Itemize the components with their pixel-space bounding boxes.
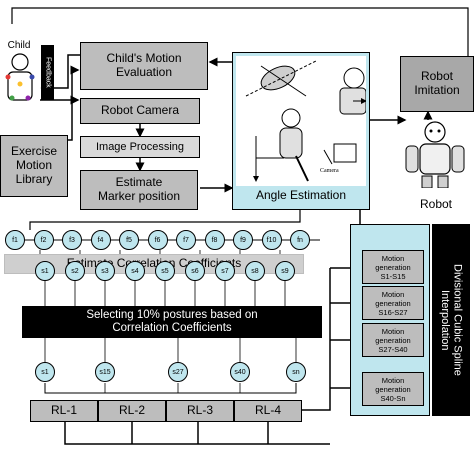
selected-node: s1 (35, 362, 55, 382)
rl-block: RL-4 (234, 400, 302, 422)
estimate-marker-label: Estimate Marker position (97, 175, 181, 203)
feature-node: f8 (204, 230, 225, 250)
posture-node: s4 (125, 261, 145, 281)
selected-node: s27 (168, 362, 188, 382)
robot-camera-box: Robot Camera (80, 98, 200, 124)
rl-block: RL-2 (98, 400, 166, 422)
motion-evaluation-box: Child's Motion Evaluation (80, 42, 208, 90)
selecting-label: Selecting 10% postures based on Correlat… (86, 308, 258, 334)
interpolation-box: Divisional Cubic Spline Interpolation (432, 224, 470, 416)
image-processing-box: Image Processing (80, 136, 200, 158)
posture-node: s7 (215, 261, 235, 281)
posture-node: s3 (95, 261, 115, 281)
feature-node: f7 (176, 230, 196, 250)
robot-icon (405, 121, 465, 188)
feature-node: f1 (5, 230, 25, 250)
image-processing-label: Image Processing (95, 140, 185, 153)
exercise-library-label: Exercise Motion Library (10, 144, 57, 186)
interpolation-label: Divisional Cubic Spline Interpolation (439, 264, 464, 376)
feedback-box: Feedback (41, 45, 54, 100)
motion-evaluation-label: Child's Motion Evaluation (106, 51, 182, 79)
rl-block: RL-1 (30, 400, 98, 422)
feature-node: f4 (90, 230, 111, 250)
selected-node: s15 (95, 362, 115, 382)
camera-label: Camera (320, 168, 339, 174)
posture-node: s6 (185, 261, 205, 281)
robot-label: Robot (419, 197, 453, 211)
posture-node: s2 (65, 261, 85, 281)
selected-node: sn (286, 362, 306, 382)
feature-node: fn (290, 230, 310, 250)
feature-node: f10 (261, 230, 282, 250)
angle-estimation-label: Angle Estimation (255, 188, 347, 203)
feature-node: f2 (33, 230, 54, 250)
feedback-label: Feedback (44, 57, 52, 88)
robot-camera-label: Robot Camera (100, 103, 180, 118)
posture-node: s9 (275, 261, 295, 281)
selected-node: s40 (230, 362, 250, 382)
motion-generation-box: Motion generation S1-S15 (362, 250, 424, 284)
motion-generation-box: Motion generation S16-S27 (362, 286, 424, 320)
exercise-library-box: Exercise Motion Library (0, 135, 68, 197)
posture-node: s5 (155, 261, 175, 281)
feature-node: f3 (62, 230, 82, 250)
motion-generation-box: Motion generation S27-S40 (362, 323, 424, 357)
feature-node: f9 (233, 230, 253, 250)
robot-imitation-label: Robot Imitation (414, 69, 460, 97)
posture-node: s1 (35, 261, 55, 281)
robot-imitation-box: Robot Imitation (400, 56, 474, 112)
child-figure-icon (5, 53, 35, 101)
posture-node: s8 (245, 261, 265, 281)
rl-block: RL-3 (166, 400, 234, 422)
feature-node: f5 (119, 230, 139, 250)
child-label: Child (7, 40, 31, 51)
estimate-marker-box: Estimate Marker position (80, 170, 198, 210)
angle-estimation-illustration: Camera (236, 56, 366, 186)
feature-node: f6 (147, 230, 168, 250)
motion-generation-box: Motion generation S40-Sn (362, 372, 424, 406)
selecting-box: Selecting 10% postures based on Correlat… (22, 306, 322, 338)
